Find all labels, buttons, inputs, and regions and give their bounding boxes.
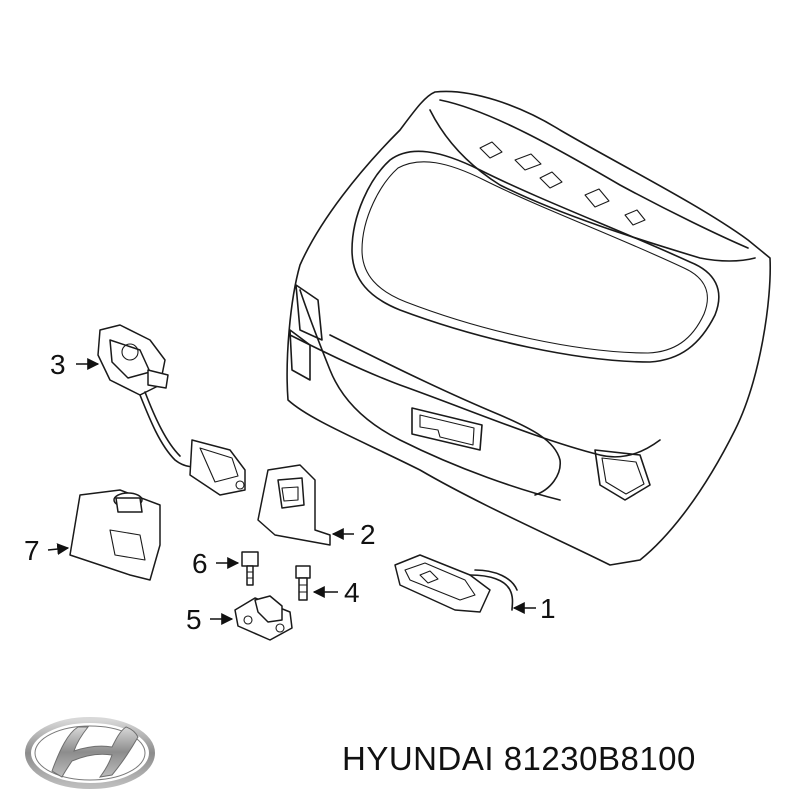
callout-4: 4	[344, 577, 360, 608]
part-7-bracket	[69, 489, 161, 581]
hyundai-logo-icon	[25, 717, 155, 789]
callout-leaders	[47, 358, 536, 625]
callout-3: 3	[50, 349, 66, 380]
callout-7: 7	[24, 535, 40, 566]
part-caption: HYUNDAI 81230B8100	[342, 740, 696, 778]
callout-5: 5	[186, 604, 202, 635]
callout-1: 1	[540, 593, 556, 624]
callout-2: 2	[360, 519, 376, 550]
tailgate-panel	[286, 90, 772, 566]
part-number: 81230B8100	[503, 740, 696, 777]
part-6-bolt	[241, 551, 259, 586]
part-1-handle	[394, 554, 518, 613]
brand-name: HYUNDAI	[342, 740, 495, 777]
latch-assembly	[189, 439, 246, 496]
part-4-bolt	[295, 565, 311, 601]
part-5-striker-plate	[234, 595, 293, 641]
part-3-actuator	[97, 324, 206, 468]
callout-6: 6	[192, 548, 208, 579]
part-2-striker	[257, 464, 331, 546]
